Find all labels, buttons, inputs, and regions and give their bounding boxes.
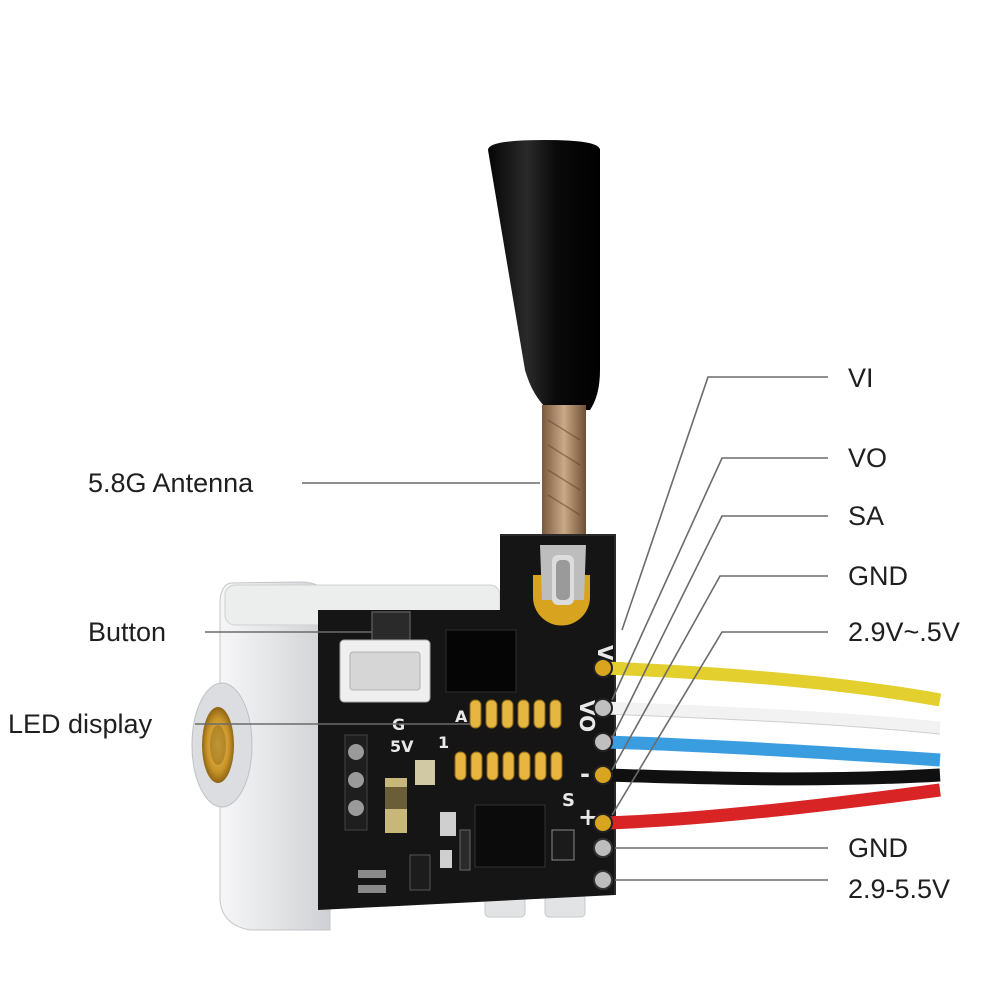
wire-yellow <box>604 661 942 707</box>
led-segment <box>517 699 530 729</box>
wire-white <box>604 701 941 735</box>
leader-lines <box>195 376 828 881</box>
antenna-copper-lead <box>542 405 586 547</box>
silk-minus: - <box>580 760 590 788</box>
led-segment <box>549 699 562 729</box>
smd-components <box>344 734 575 893</box>
label-button: Button <box>88 617 166 647</box>
led-display <box>454 699 563 781</box>
silk-s: S <box>562 790 575 811</box>
led-segment <box>502 751 515 781</box>
label-vi: VI <box>848 363 874 393</box>
led-segment <box>454 751 467 781</box>
led-segment <box>486 751 499 781</box>
wire-red <box>604 783 941 830</box>
wire-bundle <box>604 661 942 830</box>
label-vo: VO <box>848 443 887 473</box>
chip-large <box>445 629 517 693</box>
silk-5v: 5V <box>390 737 414 756</box>
led-segment <box>518 751 531 781</box>
label-led-display: LED display <box>8 709 153 739</box>
label-sa: SA <box>848 501 884 531</box>
label-antenna: 5.8G Antenna <box>88 468 254 498</box>
led-segment <box>534 751 547 781</box>
led-segment <box>550 751 563 781</box>
button-switch[interactable] <box>339 611 431 703</box>
led-segment <box>501 699 514 729</box>
led-segment <box>469 699 482 729</box>
antenna-cable <box>488 140 600 547</box>
silk-a: A <box>455 707 468 726</box>
wire-black <box>604 768 941 786</box>
edge-pads <box>593 658 613 890</box>
silk-one: 1 <box>438 733 449 752</box>
label-gnd-bottom: GND <box>848 833 908 863</box>
label-power-bottom: 2.9-5.5V <box>848 874 950 904</box>
led-segment <box>533 699 546 729</box>
wire-blue <box>604 735 941 767</box>
led-segment <box>470 751 483 781</box>
chip-controller <box>474 804 546 868</box>
callout-labels: 5.8G Antenna Button LED display VI VO SA… <box>8 363 960 904</box>
label-gnd-top: GND <box>848 561 908 591</box>
label-power-top: 2.9V~.5V <box>848 617 960 647</box>
led-segment <box>485 699 498 729</box>
